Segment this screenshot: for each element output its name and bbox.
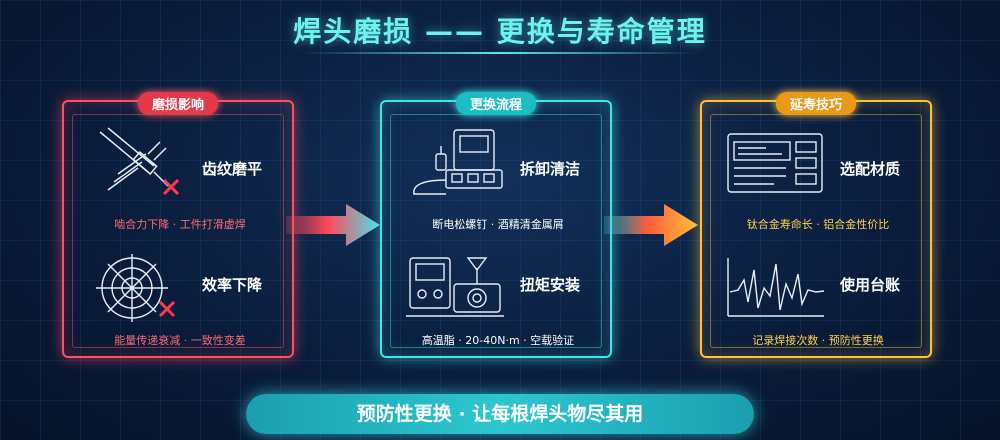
- page-title: 焊头磨损 —— 更换与寿命管理: [293, 15, 707, 48]
- item-title: 齿纹磨平: [202, 160, 263, 178]
- control-panel-icon: [727, 133, 823, 193]
- welder-machine-icon: [413, 129, 503, 195]
- item-desc: 能量传递衰减 · 一致性变差: [114, 334, 246, 347]
- panel-life-extension: 延寿技巧 选配材质 钛合金寿命长 · 铝合金性价比 使用台账 记录焊接次数 · …: [700, 92, 932, 358]
- item-title: 拆卸清洁: [520, 160, 581, 178]
- item-desc: 啮合力下降 · 工件打滑虚焊: [114, 218, 246, 231]
- item-desc: 高温脂 · 20-40N·m · 空载验证: [421, 334, 575, 347]
- flow-arrow-2: [604, 204, 698, 246]
- flow-arrow-1: [286, 204, 380, 246]
- item-title: 选配材质: [840, 160, 901, 178]
- footer-banner: 预防性更换 · 让每根焊头物尽其用: [246, 394, 754, 434]
- item-desc: 记录焊接次数 · 预防性更换: [752, 334, 884, 347]
- panel-wear-impact: 磨损影响 齿纹磨平 啮合力下降 · 工件打滑虚焊: [62, 92, 294, 358]
- panel-badge: 延寿技巧: [775, 92, 857, 115]
- item-title: 效率下降: [202, 276, 263, 294]
- waveform-icon: [727, 258, 825, 317]
- worn-tip-icon: [99, 127, 180, 196]
- item-title: 扭矩安装: [520, 276, 581, 294]
- panel-replacement-process: 更换流程 拆卸清洁 断电松螺钉 · 酒精清金属屑 扭矩: [380, 92, 612, 358]
- title-underline: [300, 52, 700, 54]
- item-desc: 断电松螺钉 · 酒精清金属屑: [432, 218, 564, 231]
- panel-badge: 更换流程: [455, 92, 537, 115]
- target-cross-icon: [96, 254, 176, 322]
- panel-badge: 磨损影响: [137, 92, 219, 115]
- item-title: 使用台账: [840, 276, 901, 294]
- item-desc: 钛合金寿命长 · 铝合金性价比: [746, 218, 890, 231]
- torque-tester-icon: [406, 257, 504, 317]
